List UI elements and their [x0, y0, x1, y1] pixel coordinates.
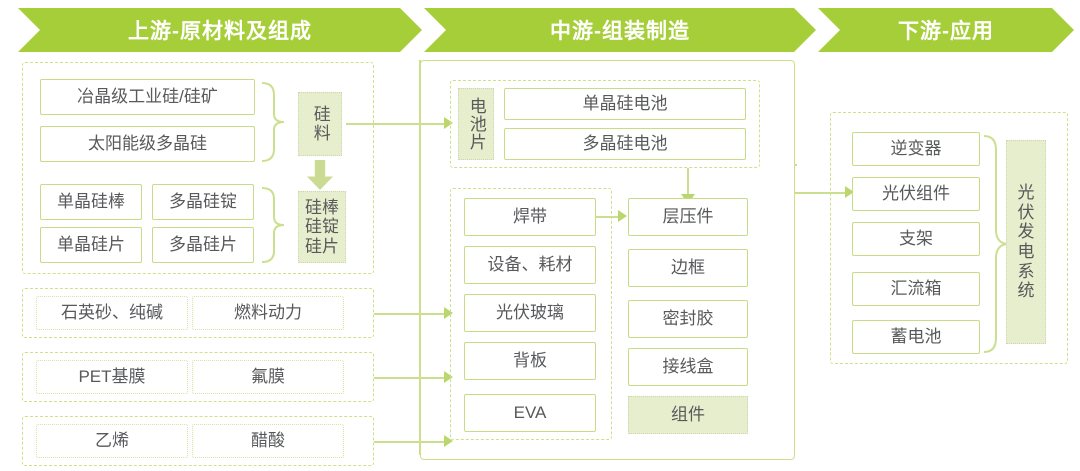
brace-silicon-wafer — [260, 186, 286, 264]
tag-pv-power-system: 光 伏 发 电 系 统 — [1006, 140, 1046, 344]
tag-pv-line-3: 发 — [1017, 222, 1035, 242]
box-acetic-acid[interactable]: 醋酸 — [192, 424, 344, 458]
box-mono-silicon-cell[interactable]: 单晶硅电池 — [504, 88, 746, 120]
midstream-material-group — [450, 188, 612, 440]
box-poly-silicon-wafer[interactable]: 多晶硅片 — [152, 227, 254, 263]
box-mounting-bracket[interactable]: 支架 — [852, 222, 980, 256]
connector-cell-to-laminate — [687, 168, 689, 198]
box-combiner-box[interactable]: 汇流箱 — [852, 272, 980, 306]
box-sealant[interactable]: 密封胶 — [628, 300, 748, 338]
midstream-container — [420, 60, 795, 460]
box-eva[interactable]: EVA — [464, 394, 596, 432]
connector-midstream-to-downstream — [795, 192, 847, 194]
box-equipment-consumables[interactable]: 设备、耗材 — [464, 246, 596, 284]
tag-solar-cell-label: 电池片 — [466, 97, 486, 151]
upstream-material-group-2 — [22, 352, 374, 402]
arrowhead-backsheet — [444, 371, 453, 383]
box-fuel-power[interactable]: 燃料动力 — [192, 296, 344, 330]
downstream-container — [830, 112, 1068, 364]
tag-silicon-material: 硅料 — [298, 92, 342, 156]
arrowhead-eva — [444, 435, 453, 447]
brace-pv-system — [982, 134, 1008, 354]
banner-downstream: 下游-应用 — [818, 8, 1074, 52]
connector-group1-to-glass — [374, 313, 446, 315]
box-solar-polysilicon[interactable]: 太阳能级多晶硅 — [40, 126, 255, 162]
arrowhead-cell-group — [444, 117, 453, 129]
box-pv-module[interactable]: 光伏组件 — [852, 177, 980, 211]
box-fluorine-film[interactable]: 氟膜 — [192, 360, 344, 394]
box-mono-silicon-rod[interactable]: 单晶硅棒 — [40, 184, 142, 220]
connector-group3-to-eva — [374, 441, 446, 443]
box-pv-glass[interactable]: 光伏玻璃 — [464, 294, 596, 332]
arrowhead-glass — [444, 307, 453, 319]
box-quartz-sand-soda-ash[interactable]: 石英砂、纯碱 — [36, 296, 188, 330]
arrowhead-pv-module — [845, 186, 854, 198]
upstream-silicon-group — [22, 62, 374, 274]
tag-line-rod: 硅棒 — [305, 197, 339, 217]
box-pet-base-film[interactable]: PET基膜 — [36, 360, 188, 394]
box-junction-box[interactable]: 接线盒 — [628, 348, 748, 386]
box-poly-silicon-cell[interactable]: 多晶硅电池 — [504, 128, 746, 160]
tag-pv-line-1: 光 — [1017, 183, 1035, 203]
box-ethylene[interactable]: 乙烯 — [36, 424, 188, 458]
box-mono-silicon-wafer[interactable]: 单晶硅片 — [40, 227, 142, 263]
tag-solar-cell: 电池片 — [458, 88, 494, 160]
brace-silicon-feedstock — [260, 81, 286, 163]
upstream-material-group-3 — [22, 416, 374, 466]
connector-ribbon-to-laminate — [596, 216, 624, 218]
upstream-material-group-1 — [22, 288, 374, 338]
connector-trunk-midstream — [419, 60, 421, 455]
box-frame[interactable]: 边框 — [628, 249, 748, 287]
tag-silicon-rod-ingot-wafer: 硅棒 硅锭 硅片 — [298, 191, 346, 263]
box-backsheet[interactable]: 背板 — [464, 342, 596, 380]
box-metallurgical-silicon[interactable]: 冶晶级工业硅/硅矿 — [40, 79, 255, 115]
box-poly-silicon-ingot[interactable]: 多晶硅锭 — [152, 184, 254, 220]
box-inverter[interactable]: 逆变器 — [852, 132, 980, 166]
banner-upstream: 上游-原材料及组成 — [18, 8, 422, 52]
connector-group2-to-backsheet — [374, 377, 446, 379]
tag-pv-line-6: 统 — [1017, 281, 1035, 301]
banner-upstream-label: 上游-原材料及组成 — [128, 20, 312, 43]
tag-pv-line-5: 系 — [1017, 261, 1035, 281]
box-ribbon[interactable]: 焊带 — [464, 198, 596, 236]
banner-midstream: 中游-组装制造 — [424, 8, 816, 52]
midstream-cell-group — [450, 80, 760, 168]
connector-silicon-to-cell — [346, 123, 446, 125]
banner-midstream-label: 中游-组装制造 — [550, 20, 690, 43]
box-laminate[interactable]: 层压件 — [628, 198, 748, 236]
box-module[interactable]: 组件 — [628, 396, 748, 434]
tag-line-wafer: 硅片 — [305, 236, 339, 256]
box-storage-battery[interactable]: 蓄电池 — [852, 320, 980, 354]
banner-downstream-label: 下游-应用 — [898, 20, 994, 43]
tag-pv-line-2: 伏 — [1017, 202, 1035, 222]
tag-silicon-material-label: 硅料 — [310, 105, 330, 143]
tag-line-ingot: 硅锭 — [305, 217, 339, 237]
tag-pv-line-4: 电 — [1017, 242, 1035, 261]
arrowhead-laminate-side — [618, 210, 627, 222]
